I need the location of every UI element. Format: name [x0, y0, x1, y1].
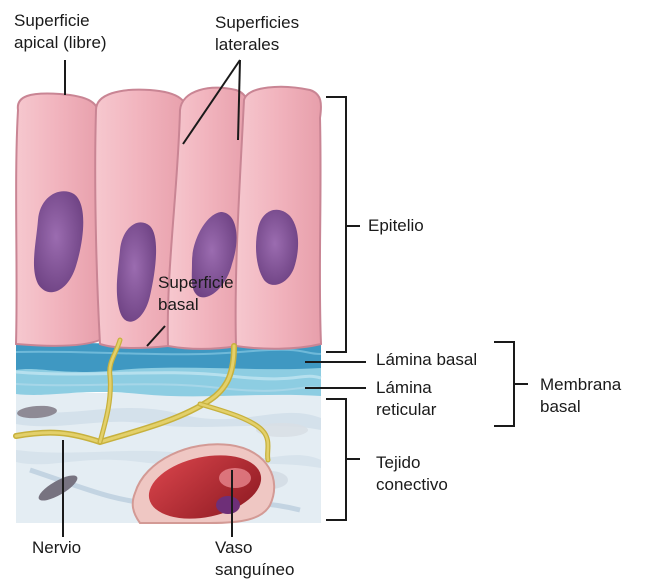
label-epitelio: Epitelio [368, 215, 424, 237]
membrana-bracket [494, 342, 514, 426]
label-lateral-surfaces: Superficies laterales [215, 12, 299, 56]
label-apical-surface: Superficie apical (libre) [14, 10, 107, 54]
label-membrana-basal: Membrana basal [540, 374, 621, 418]
label-nervio: Nervio [32, 537, 81, 559]
label-vaso-sanguineo: Vaso sanguíneo [215, 537, 294, 581]
label-basal-surface: Superficie basal [158, 272, 234, 316]
label-lamina-basal: Lámina basal [376, 349, 477, 371]
label-lamina-reticular: Lámina reticular [376, 377, 436, 421]
epitelio-bracket [326, 97, 346, 352]
label-tejido-conectivo: Tejido conectivo [376, 452, 448, 496]
tejido-bracket [326, 399, 346, 520]
